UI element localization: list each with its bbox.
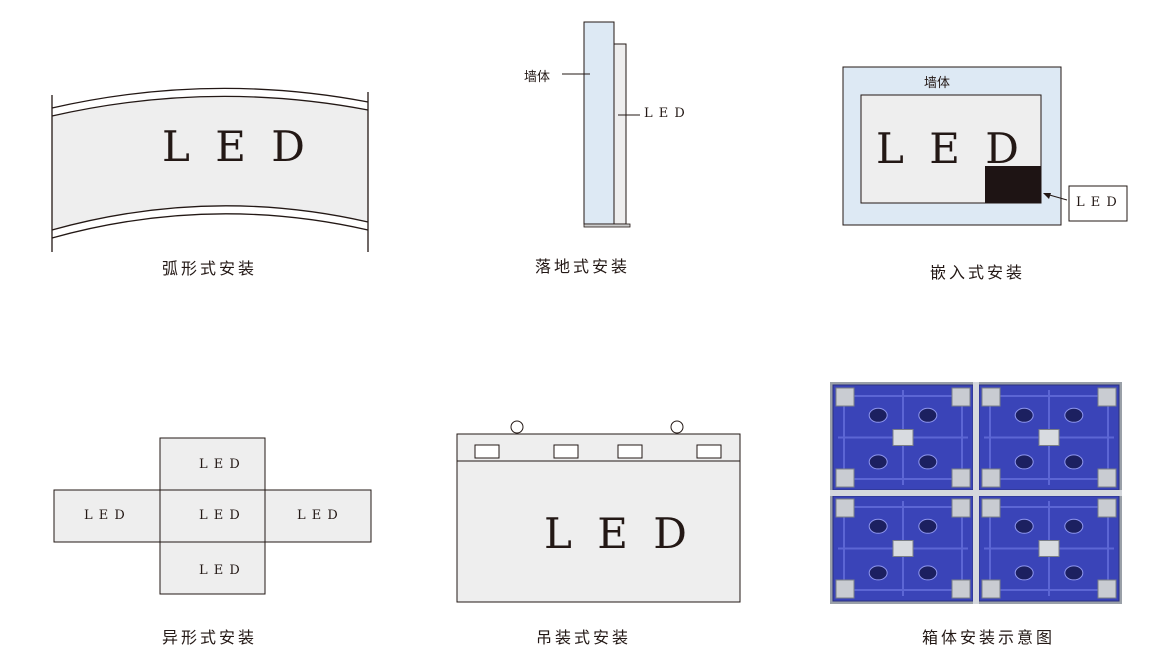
special-led-bottom: L E D: [199, 563, 241, 578]
cabinet-handle: [892, 429, 914, 446]
cabinet-connector: [918, 407, 938, 423]
cabinet-lock: [981, 387, 1001, 407]
cabinet-lock: [951, 498, 971, 518]
cabinet-connector: [1064, 565, 1084, 581]
cabinet-lock: [951, 387, 971, 407]
cabinet-connector: [918, 454, 938, 470]
cabinet-connector: [868, 565, 888, 581]
cabinet-handle: [892, 540, 914, 557]
caption-special: 异形式安装: [162, 628, 258, 647]
cabinet-connector: [868, 407, 888, 423]
cabinet-connector: [1014, 518, 1034, 534]
cabinet-handle: [1038, 540, 1060, 557]
cabinet-lock: [835, 468, 855, 488]
special-led-right: L E D: [297, 508, 339, 523]
special-led-left: L E D: [84, 508, 126, 523]
cabinet-connector: [918, 565, 938, 581]
caption-floor: 落地式安装: [535, 257, 631, 276]
cabinet-connector: [1014, 454, 1034, 470]
cabinet-connector: [868, 454, 888, 470]
embed-led-callout: L E D: [1076, 195, 1118, 210]
cabinet-lock: [981, 579, 1001, 599]
cabinet-lock: [1097, 468, 1117, 488]
cabinet-connector: [1014, 407, 1034, 423]
cabinet-connector: [918, 518, 938, 534]
cabinet-lock: [835, 387, 855, 407]
cabinet-connector: [868, 518, 888, 534]
cabinet-lock: [951, 579, 971, 599]
cabinet-lock: [951, 468, 971, 488]
cabinet-connector: [1064, 407, 1084, 423]
arc-led-label: L E D: [162, 122, 311, 171]
caption-embed: 嵌入式安装: [930, 263, 1026, 282]
floor-led-label: L E D: [644, 106, 686, 121]
cabinet-lock: [835, 498, 855, 518]
cabinet-lock: [1097, 579, 1117, 599]
caption-cabinet: 箱体安装示意图: [922, 628, 1056, 647]
cabinet-connector: [1064, 518, 1084, 534]
cabinet-handle: [1038, 429, 1060, 446]
cabinet-lock: [981, 468, 1001, 488]
caption-arc: 弧形式安装: [162, 259, 258, 278]
embed-wall-label: 墙体: [924, 76, 951, 91]
cabinet-lock: [1097, 498, 1117, 518]
cabinet-lock: [835, 579, 855, 599]
hanging-led-label: L E D: [544, 509, 693, 558]
cabinet-joint-horizontal: [830, 490, 1122, 496]
special-led-center: L E D: [199, 508, 241, 523]
floor-wall-label: 墙体: [524, 70, 551, 85]
cabinet-connector: [1064, 454, 1084, 470]
caption-hanging: 吊装式安装: [536, 628, 632, 647]
cabinet-lock: [1097, 387, 1117, 407]
special-led-top: L E D: [199, 457, 241, 472]
cabinet-connector: [1014, 565, 1034, 581]
embed-led-label: L E D: [876, 124, 1025, 173]
cabinet-lock: [981, 498, 1001, 518]
